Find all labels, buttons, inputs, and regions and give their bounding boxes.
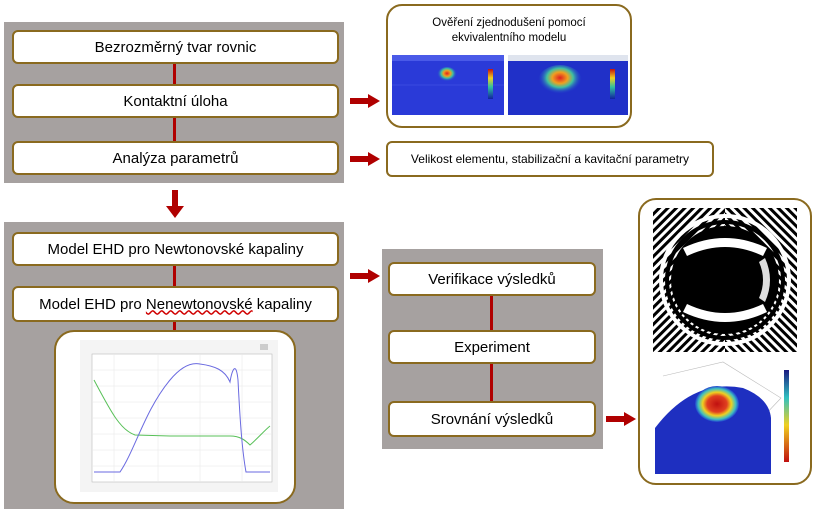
step-label: Experiment [454, 338, 530, 356]
ehd-result-plot [80, 340, 278, 492]
step-dimensionless-equations[interactable]: Bezrozměrný tvar rovnic [12, 30, 339, 64]
interferogram-image [653, 208, 797, 352]
step-experiment[interactable]: Experiment [388, 330, 596, 364]
step-contact-problem[interactable]: Kontaktní úloha [12, 84, 339, 118]
step-label: Bezrozměrný tvar rovnic [94, 38, 257, 56]
right-arrow [350, 94, 380, 108]
step-label: Srovnání výsledků [430, 410, 554, 428]
step-label: Kontaktní úloha [123, 92, 228, 110]
connector-line [173, 266, 176, 288]
pressure-curve [94, 363, 270, 473]
connector-line [173, 118, 176, 142]
step-parameter-analysis[interactable]: Analýza parametrů [12, 141, 339, 175]
step-ehd-newtonian[interactable]: Model EHD pro Newtonovské kapaliny [12, 232, 339, 266]
connector-line [490, 294, 493, 332]
connector-line [173, 320, 176, 332]
step-ehd-non-newtonian[interactable]: Model EHD pro Nenewtonovské kapaliny [12, 286, 339, 322]
connector-line [490, 362, 493, 402]
right-arrow [606, 412, 636, 426]
equivalent-model-images [392, 55, 628, 115]
simulation-3d-image [653, 358, 797, 474]
step-verification[interactable]: Verifikace výsledků [388, 262, 596, 296]
right-arrow [350, 269, 380, 283]
step-label: Analýza parametrů [112, 149, 239, 167]
step-label: Model EHD pro Newtonovské kapaliny [47, 240, 304, 258]
right-arrow [350, 152, 380, 166]
connector-line [173, 62, 176, 86]
verification-title: Ověření zjednodušení pomocí ekvivalentní… [432, 17, 586, 44]
film-thickness-curve [93, 379, 271, 446]
step-label: Verifikace výsledků [428, 270, 556, 288]
comparison-images-frame [638, 198, 812, 485]
parameters-text: Velikost elementu, stabilizační a kavita… [410, 152, 690, 166]
step-label: Model EHD pro Nenewtonovské kapaliny [39, 295, 312, 313]
verification-callout: Ověření zjednodušení pomocí ekvivalentní… [386, 4, 632, 128]
down-arrow [166, 190, 184, 218]
step-comparison[interactable]: Srovnání výsledků [388, 401, 596, 437]
ehd-plot-frame [54, 330, 296, 504]
parameters-callout: Velikost elementu, stabilizační a kavita… [386, 141, 714, 177]
